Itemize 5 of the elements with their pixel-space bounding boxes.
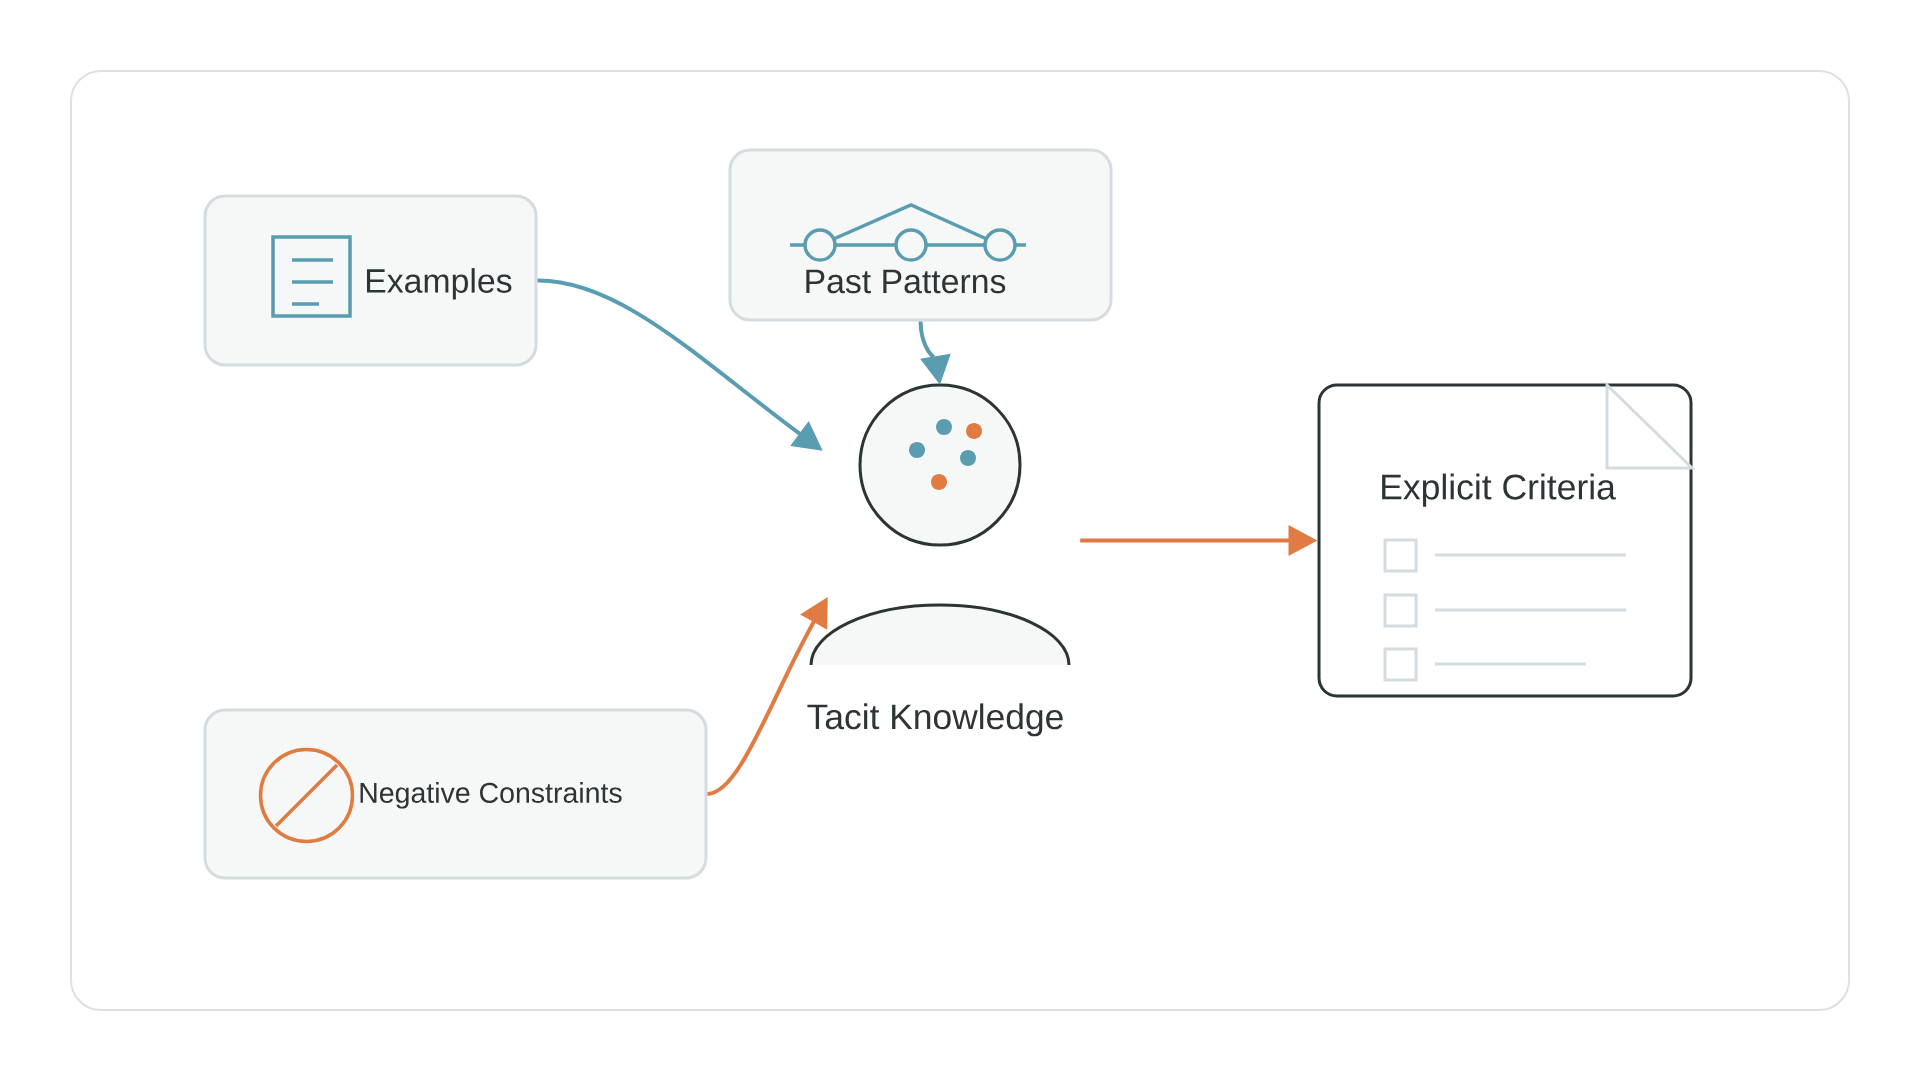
document-box: Explicit Criteria	[1317, 383, 1693, 698]
process-box: Examples	[203, 194, 538, 367]
person-label: Tacit Knowledge	[807, 703, 1063, 737]
process-box: Negative Constraints	[203, 708, 708, 880]
process-box: Past Patterns	[728, 148, 1113, 322]
